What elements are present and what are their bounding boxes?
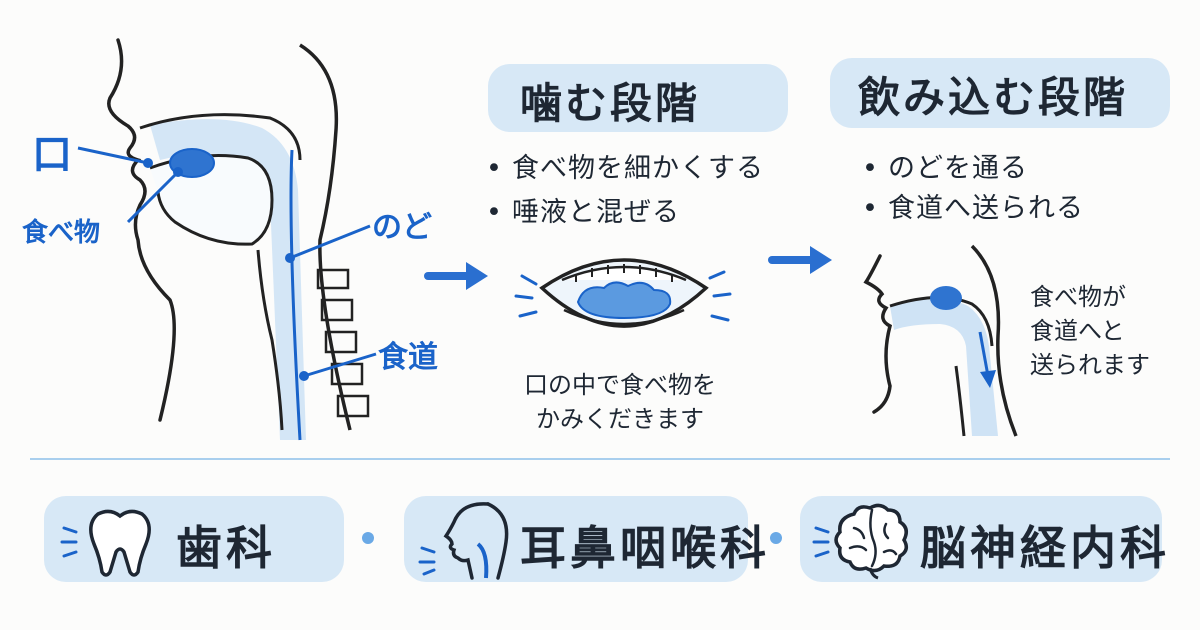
chewing-title: 噛む段階 — [520, 79, 701, 128]
neck-front — [256, 249, 284, 431]
anatomy-diagram — [77, 38, 377, 441]
head-throat-icon — [418, 502, 509, 580]
label-food: 食べ物 — [22, 218, 101, 248]
food-leader — [126, 170, 180, 224]
chewing-caption: 口の中で食べ物を かみくだきます — [524, 371, 716, 433]
section-divider — [30, 458, 1170, 460]
throat-leader — [289, 224, 371, 260]
dept-dentistry: 歯科 — [176, 521, 276, 575]
tongue — [149, 154, 274, 246]
label-throat: のど — [372, 210, 432, 245]
chewing-title-wash — [488, 64, 788, 132]
swallowing-caption: 食べ物が 食道へと 送られます — [1030, 283, 1150, 379]
swallowing-title: 飲み込む段階 — [858, 73, 1129, 122]
swallowing-diagram — [863, 244, 1018, 437]
chewing-bullet-2: •唾液と混ぜる — [486, 197, 680, 228]
esophagus-leader — [303, 352, 377, 378]
dept-ent: 耳鼻咽喉科 — [520, 521, 770, 575]
chewing-bullet-1: •食べ物を細かくする — [486, 153, 764, 184]
brain-icon — [812, 503, 908, 580]
vertebrae — [316, 268, 370, 418]
dept-neurology: 脳神経内科 — [920, 521, 1170, 575]
mouth-leader — [77, 146, 149, 165]
tooth-icon — [60, 509, 151, 577]
arrow-right-icon — [768, 246, 832, 274]
arrow-right-icon — [424, 262, 488, 290]
digestive-tract-fill — [150, 119, 306, 440]
separator-dot — [362, 532, 374, 544]
face-profile — [107, 38, 176, 422]
palate-line — [139, 113, 302, 161]
open-mouth-icon — [514, 258, 732, 328]
swallowing-bullet-1: •のどを通る — [862, 153, 1028, 184]
separator-dot — [770, 532, 782, 544]
label-mouth: 口 — [32, 132, 72, 178]
swallowing-title-wash — [830, 58, 1170, 128]
swallowing-bullet-2: •食道へ送られる — [862, 193, 1084, 224]
label-esophagus: 食道 — [378, 340, 438, 375]
